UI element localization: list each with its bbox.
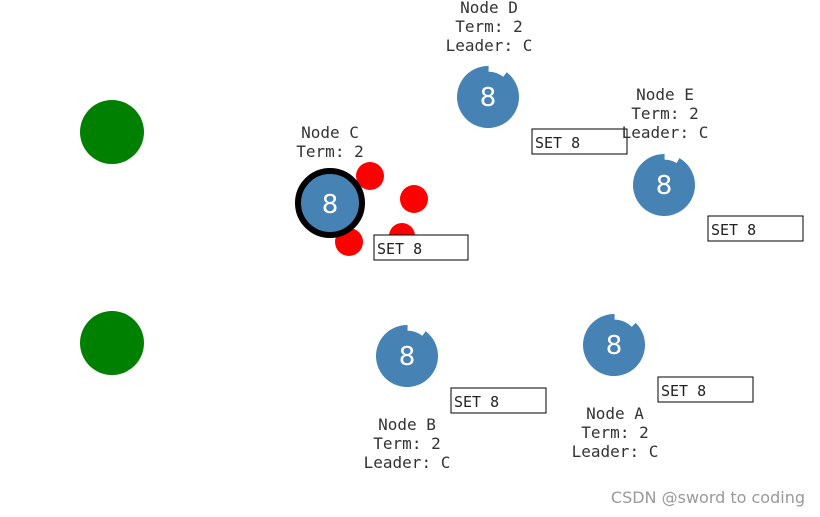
node-b-leader: Leader: C (364, 453, 451, 472)
node-c[interactable]: Node C Term: 2 8 SET 8 (295, 123, 469, 261)
node-e[interactable]: Node E Term: 2 Leader: C 8 SET 8 (622, 85, 804, 242)
message-dot (400, 185, 428, 213)
node-e-log-entry: SET 8 (707, 215, 804, 242)
node-e-leader: Leader: C (622, 123, 709, 142)
node-b-name: Node B (378, 415, 436, 434)
node-b-term: Term: 2 (373, 434, 440, 453)
node-a-term: Term: 2 (581, 423, 648, 442)
message-dot (356, 162, 384, 190)
client-node-2 (80, 311, 144, 375)
node-c-leader-ring (295, 168, 365, 238)
node-c-log-label: SET 8 (377, 240, 422, 258)
node-e-name: Node E (636, 85, 694, 104)
node-d-term: Term: 2 (455, 17, 522, 36)
node-e-circle (632, 154, 695, 217)
node-c-log-entry: SET 8 (373, 234, 469, 261)
node-b-log-label: SET 8 (454, 393, 499, 411)
node-e-log-label: SET 8 (711, 221, 756, 239)
node-a-log-entry: SET 8 (657, 376, 754, 403)
node-a[interactable]: 8 SET 8 Node A Term: 2 Leader: C (572, 314, 754, 461)
node-b[interactable]: 8 SET 8 Node B Term: 2 Leader: C (364, 325, 547, 472)
node-d-name: Node D (460, 0, 518, 17)
node-b-value: 8 (399, 342, 416, 372)
node-c-value: 8 (322, 190, 339, 220)
node-d-log-label: SET 8 (535, 134, 580, 152)
node-a-leader: Leader: C (572, 442, 659, 461)
node-d-log-entry: SET 8 (531, 128, 628, 155)
node-a-log-label: SET 8 (661, 382, 706, 400)
node-c-term: Term: 2 (296, 142, 363, 161)
node-e-value: 8 (656, 171, 673, 201)
node-e-term: Term: 2 (631, 104, 698, 123)
node-b-circle (376, 325, 439, 388)
node-d-circle (457, 66, 520, 129)
node-a-circle (583, 314, 646, 377)
watermark: CSDN @sword to coding (611, 488, 805, 507)
node-b-log-entry: SET 8 (450, 387, 547, 414)
node-d[interactable]: Node D Term: 2 Leader: C 8 SET 8 (446, 0, 628, 155)
node-d-value: 8 (480, 83, 497, 113)
client-node-1 (80, 100, 144, 164)
node-c-name: Node C (301, 123, 359, 142)
node-a-value: 8 (606, 331, 623, 361)
node-a-name: Node A (586, 404, 644, 423)
node-d-leader: Leader: C (446, 36, 533, 55)
